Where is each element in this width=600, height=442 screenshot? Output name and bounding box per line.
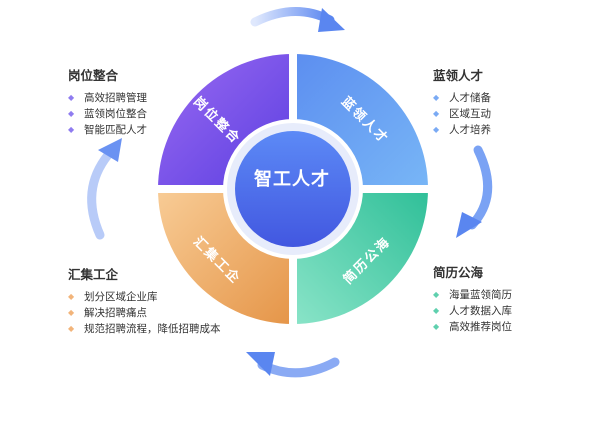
bullet-icon: ◆ [433, 109, 440, 118]
bullet-icon: ◆ [433, 322, 440, 331]
list-item: ◆人才培养 [433, 124, 491, 136]
list-item: ◆区域互动 [433, 108, 491, 120]
bullet-icon: ◆ [68, 324, 75, 333]
bullet-icon: ◆ [433, 125, 440, 134]
bullet-icon: ◆ [433, 290, 440, 299]
block-enterprises: 汇集工企 ◆划分区域企业库 ◆解决招聘痛点 ◆规范招聘流程，降低招聘成本 [68, 264, 221, 337]
cycle-arrow-right [456, 145, 493, 238]
bullet-icon: ◆ [68, 125, 75, 134]
cycle-arrow-bottom [246, 352, 340, 378]
block-resume-pool: 简历公海 ◆海量蓝领简历 ◆人才数据入库 ◆高效推荐岗位 [433, 262, 512, 335]
block-title: 简历公海 [433, 265, 484, 280]
bullet-icon: ◆ [68, 308, 75, 317]
bullet-icon: ◆ [68, 109, 75, 118]
list-item: ◆解决招聘痛点 [68, 307, 147, 319]
list-item: ◆规范招聘流程，降低招聘成本 [68, 323, 221, 335]
bullet-icon: ◆ [433, 93, 440, 102]
list-item: ◆蓝领岗位整合 [68, 108, 147, 120]
center-circle [235, 131, 351, 247]
block-title: 岗位整合 [68, 68, 119, 83]
list-item: ◆人才储备 [433, 92, 491, 104]
list-item: ◆高效招聘管理 [68, 92, 147, 104]
list-item: ◆海量蓝领简历 [433, 289, 512, 301]
list-item: ◆人才数据入库 [433, 305, 512, 317]
block-post-integration: 岗位整合 ◆高效招聘管理 ◆蓝领岗位整合 ◆智能匹配人才 [68, 65, 147, 138]
list-item: ◆划分区域企业库 [68, 291, 158, 303]
bullet-icon: ◆ [68, 292, 75, 301]
list-item: ◆高效推荐岗位 [433, 321, 512, 333]
cycle-arrow-top [250, 7, 345, 32]
bullet-icon: ◆ [68, 93, 75, 102]
block-title: 蓝领人才 [433, 68, 484, 83]
list-item: ◆智能匹配人才 [68, 124, 147, 136]
block-blue-collar: 蓝领人才 ◆人才储备 ◆区域互动 ◆人才培养 [433, 65, 491, 138]
bullet-icon: ◆ [433, 306, 440, 315]
cycle-arrow-left [87, 138, 122, 240]
center-label: 智工人才 [254, 169, 330, 190]
block-title: 汇集工企 [68, 267, 119, 282]
